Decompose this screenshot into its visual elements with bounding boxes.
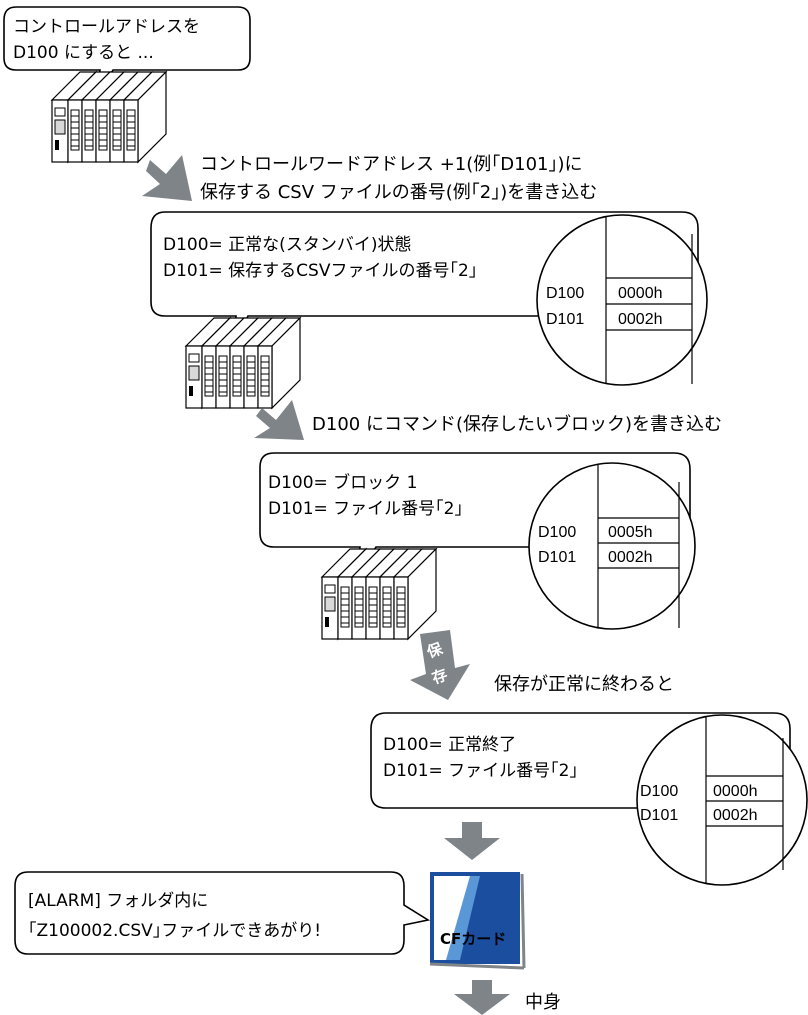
stage1-reg-name-2: D101: [546, 311, 584, 328]
save-arrow-char1: 保: [424, 639, 446, 662]
stage2-reg-value-1: 0005h: [608, 524, 653, 541]
top-bubble-line1: コントロールアドレスを: [13, 17, 200, 37]
step-arrow-2: [254, 400, 304, 440]
result-bubble: [ALARM] フォルダ内に ｢Z100002.CSV｣ファイルできあがり!: [14, 871, 431, 955]
stage3-reg-name-1: D100: [640, 783, 678, 800]
step-arrow-3: 保 存: [410, 630, 470, 700]
register-circle-stage2: D100 D101 0005h 0002h: [528, 462, 696, 630]
stage2-line1: D100= ブロック 1: [268, 472, 417, 493]
step3-line1: 保存が正常に終わると: [494, 674, 674, 695]
stage3-reg-name-2: D101: [640, 807, 678, 824]
top-bubble: コントロールアドレスを D100 にすると ...: [3, 6, 251, 99]
stage2-reg-name-1: D100: [538, 524, 576, 541]
register-circle-stage3: D100 D101 0000h 0002h: [636, 714, 808, 886]
register-circle-stage1: D100 D101 0000h 0002h: [536, 214, 708, 386]
stage1-reg-value-2: 0002h: [618, 311, 663, 328]
stage1-reg-name-1: D100: [546, 285, 584, 302]
step1-line1: コントロールワードアドレス +1(例｢D101｣)に: [200, 154, 583, 175]
top-bubble-line2: D100 にすると ...: [13, 43, 154, 63]
stage3-reg-value-1: 0000h: [713, 783, 758, 800]
step4-line1: 中身: [525, 992, 561, 1013]
cf-card-label: CFカード: [440, 930, 506, 948]
down-arrow-1: [444, 822, 500, 860]
stage3-line1: D100= 正常終了: [383, 735, 516, 755]
stage3-line2: D101= ファイル番号｢2｣: [383, 761, 578, 781]
stage3-reg-value-2: 0002h: [713, 807, 758, 824]
step1-line2: 保存する CSV ファイルの番号(例｢2｣)を書き込む: [200, 182, 597, 203]
stage1-reg-value-1: 0000h: [618, 285, 663, 302]
step2-line1: D100 にコマンド(保存したいブロック)を書き込む: [312, 413, 722, 435]
result-line1: [ALARM] フォルダ内に: [28, 891, 208, 911]
result-line2: ｢Z100002.CSV｣ファイルできあがり!: [28, 921, 321, 941]
stage2-line2: D101= ファイル番号｢2｣: [268, 499, 463, 519]
cf-card-icon: CFカード: [429, 872, 526, 970]
stage1-line2: D101= 保存するCSVファイルの番号｢2｣: [163, 261, 477, 281]
plc-icon: [51, 71, 167, 163]
save-arrow-char2: 存: [430, 665, 450, 687]
down-arrow-2: [454, 980, 510, 1015]
stage1-line1: D100= 正常な(スタンバイ)状態: [163, 235, 411, 255]
step-arrow-1: [142, 155, 192, 201]
plc-icon-stage2: [321, 548, 437, 640]
plc-icon-stage1: [185, 317, 301, 409]
stage2-reg-name-2: D101: [538, 549, 576, 566]
stage2-reg-value-2: 0002h: [608, 549, 653, 566]
